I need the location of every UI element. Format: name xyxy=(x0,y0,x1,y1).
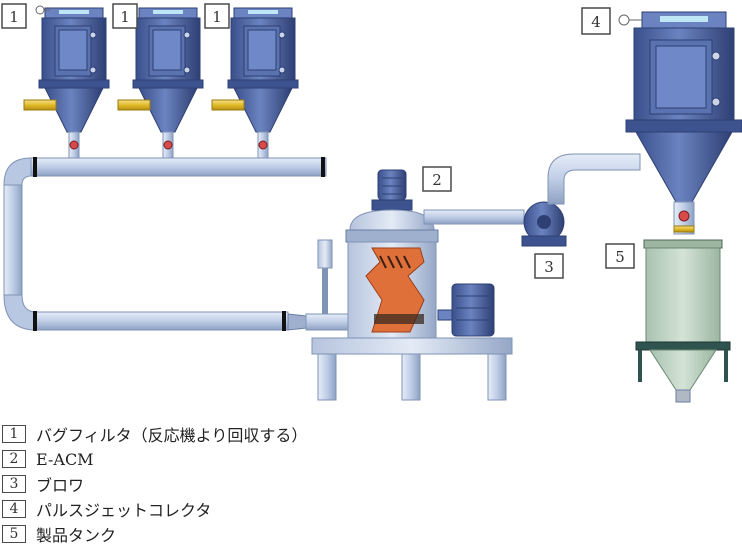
bag-filter-1 xyxy=(38,7,110,159)
callout-bag-filter-2: 1 xyxy=(112,3,138,29)
legend-label: バグフィルタ（反応機より回収する） xyxy=(36,426,308,445)
legend: 1 バグフィルタ（反応機より回収する） 2 E-ACM 3 ブロワ 4 パルスジ… xyxy=(2,422,522,547)
callout-bag-filter-1: 1 xyxy=(1,3,27,29)
svg-text:1: 1 xyxy=(120,8,130,26)
legend-item-e-acm: 2 E-ACM xyxy=(2,447,522,471)
pulse-jet-collector xyxy=(618,11,742,235)
blower xyxy=(521,153,641,247)
legend-item-blower: 3 ブロワ xyxy=(2,472,522,496)
legend-item-bag-filter: 1 バグフィルタ（反応機より回収する） xyxy=(2,422,522,446)
legend-number: 5 xyxy=(2,525,26,543)
legend-label: パルスジェットコレクタ xyxy=(36,501,212,520)
legend-label: 製品タンク xyxy=(36,526,117,545)
bag-filter-3 xyxy=(227,7,299,159)
legend-label: E-ACM xyxy=(36,449,94,469)
callout-blower: 3 xyxy=(534,253,564,279)
process-flow-diagram: 1 1 1 xyxy=(1,3,742,403)
legend-number: 2 xyxy=(2,450,26,468)
legend-item-tank: 5 製品タンク xyxy=(2,522,522,546)
e-acm-mill xyxy=(287,169,525,401)
svg-text:5: 5 xyxy=(615,248,625,266)
feed-pipe-3 xyxy=(211,99,245,111)
return-pipe xyxy=(3,157,327,331)
callout-collector: 4 xyxy=(581,7,611,35)
legend-number: 3 xyxy=(2,475,26,493)
svg-text:1: 1 xyxy=(212,8,222,26)
bag-filter-2 xyxy=(132,7,204,159)
legend-item-collector: 4 パルスジェットコレクタ xyxy=(2,497,522,521)
legend-label: ブロワ xyxy=(36,476,85,495)
svg-text:4: 4 xyxy=(591,13,601,31)
callout-bag-filter-3: 1 xyxy=(204,3,230,29)
legend-number: 1 xyxy=(2,425,26,443)
svg-text:3: 3 xyxy=(544,258,554,276)
svg-text:2: 2 xyxy=(432,171,442,189)
callout-e-acm: 2 xyxy=(422,166,452,192)
product-tank xyxy=(635,239,731,403)
legend-number: 4 xyxy=(2,500,26,518)
feed-pipe-2 xyxy=(117,99,151,111)
svg-text:1: 1 xyxy=(9,8,19,26)
callout-tank: 5 xyxy=(605,243,635,269)
feed-pipe-1 xyxy=(23,99,57,111)
